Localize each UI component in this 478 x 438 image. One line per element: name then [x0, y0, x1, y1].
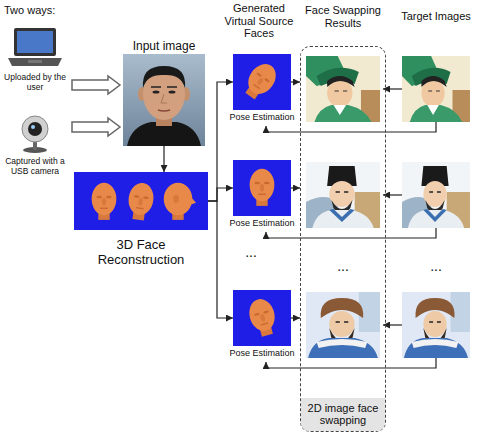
picture — [74, 172, 208, 230]
virtual-face: Pose Estimation — [227, 290, 297, 358]
dashed-outline: 2D image face swapping — [300, 46, 386, 432]
frame-caption: 2D image face swapping — [301, 398, 385, 431]
target-arrows — [266, 89, 436, 368]
reconstruction-box-picture — [74, 172, 208, 230]
node-caption: Captured with a USB camera — [2, 157, 68, 177]
node-caption: Input image — [118, 40, 210, 54]
node-caption: Pose Estimation — [227, 112, 297, 122]
connector — [72, 118, 120, 136]
picture — [233, 54, 291, 110]
result-image — [306, 292, 380, 358]
note-label: Two ways: — [4, 4, 94, 17]
column-heading: Target Images — [396, 10, 476, 23]
connector — [208, 82, 233, 201]
target-image — [402, 56, 470, 122]
virtual-face: Pose Estimation — [227, 54, 297, 122]
connector — [208, 188, 233, 201]
ellipsis-label: ... — [328, 258, 358, 274]
virtual-face-picture — [233, 160, 291, 216]
ellipsis-label: ... — [421, 258, 451, 274]
connector — [291, 317, 300, 318]
connector — [208, 201, 233, 318]
frame-heading: Face Swapping Results — [300, 4, 386, 29]
laptop-source: Uploaded by the user — [2, 26, 68, 93]
input-photo-picture — [123, 54, 205, 146]
connector — [163, 146, 164, 172]
node-caption: Uploaded by the user — [2, 73, 68, 93]
connector — [72, 76, 120, 94]
camera-source-picture — [15, 114, 55, 154]
node-caption: Pose Estimation — [227, 218, 297, 228]
laptop-source-picture — [6, 26, 64, 70]
target-image — [402, 292, 470, 358]
camera-source: Captured with a USB camera — [2, 114, 68, 177]
target-image — [402, 162, 470, 228]
reconstruction-box: 3D Face Reconstruction — [74, 172, 208, 268]
picture — [233, 160, 291, 216]
swap-frame: Face Swapping Results 2D image face swapp… — [300, 4, 386, 432]
result-image — [306, 162, 380, 228]
column-heading: Generated Virtual Source Faces — [221, 2, 297, 40]
virtual-face-picture — [233, 54, 291, 110]
picture — [6, 26, 64, 70]
result-image — [306, 56, 380, 122]
picture — [123, 54, 205, 146]
node-caption: 3D Face Reconstruction — [74, 238, 208, 268]
virtual-face: Pose Estimation — [227, 160, 297, 228]
connector — [291, 81, 300, 82]
picture — [15, 114, 55, 154]
ellipsis-label: ... — [236, 244, 266, 260]
picture — [233, 290, 291, 346]
node-caption: Pose Estimation — [227, 348, 297, 358]
connector — [291, 187, 300, 188]
input-photo: Input image — [118, 40, 210, 146]
virtual-face-picture — [233, 290, 291, 346]
